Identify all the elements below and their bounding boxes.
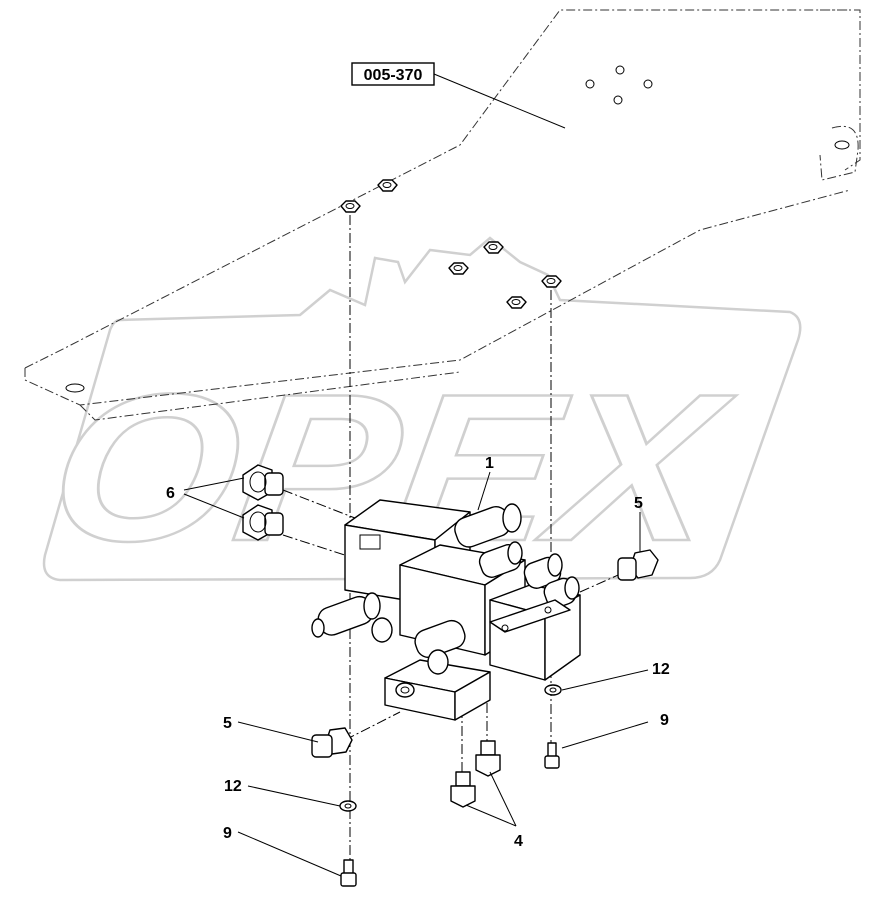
- callout-1: 1: [485, 455, 494, 472]
- solenoid: [371, 617, 393, 643]
- callout-9-right: 9: [660, 712, 669, 729]
- fitting: [450, 771, 476, 808]
- fitting-5-right: [617, 549, 659, 581]
- fittings-6: [242, 464, 284, 541]
- fitting: [242, 504, 284, 541]
- solenoid: [478, 541, 523, 578]
- nut: [377, 179, 398, 192]
- callout-9-left: 9: [223, 825, 232, 842]
- reference-box: 005-370: [351, 62, 566, 129]
- callout-5-right: 5: [634, 495, 643, 512]
- leader-lines: [183, 471, 649, 877]
- nut: [340, 200, 361, 213]
- solenoid: [454, 503, 522, 548]
- callout-5-left: 5: [223, 715, 232, 732]
- nut: [448, 262, 469, 275]
- callout-12-left: 12: [224, 778, 242, 795]
- nuts: [340, 179, 562, 309]
- reference-box-label: 005-370: [364, 67, 423, 84]
- nut: [506, 296, 527, 309]
- valve-block-assembly: [311, 499, 581, 721]
- solenoid: [414, 619, 466, 675]
- bracket: [489, 599, 571, 633]
- callout-4: 4: [514, 833, 523, 850]
- fitting: [475, 740, 501, 777]
- callout-12-right: 12: [652, 661, 670, 678]
- fittings-4: [450, 740, 501, 808]
- callout-6: 6: [166, 485, 175, 502]
- nut: [541, 275, 562, 288]
- screw-9-right: [544, 742, 560, 769]
- washer-12-right: [544, 684, 562, 696]
- nut: [483, 241, 504, 254]
- fitting: [242, 464, 284, 501]
- callouts: 1 6 5 5 12 12 9 9 4: [166, 455, 670, 850]
- mounting-plate: [24, 9, 861, 421]
- screw-9-left: [340, 859, 357, 887]
- washer-12-left: [339, 800, 357, 812]
- solenoid: [311, 592, 381, 638]
- fitting-5-left: [311, 727, 353, 758]
